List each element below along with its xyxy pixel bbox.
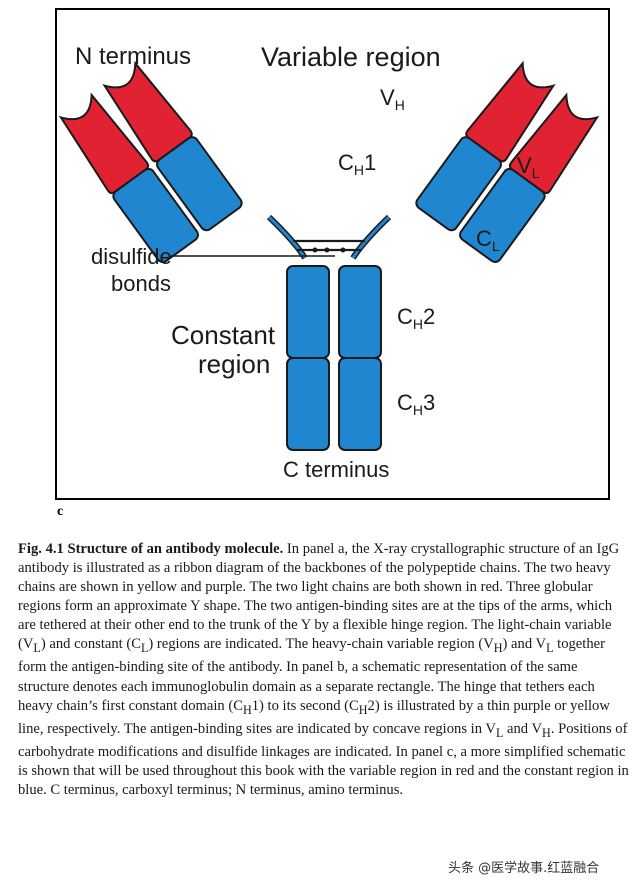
vl-label: VL	[517, 153, 540, 181]
caption-sub: L	[546, 641, 554, 656]
left-heavy-variable-domain	[102, 60, 193, 163]
cl-label: CL	[476, 226, 500, 254]
ch2-label: CH2	[397, 304, 435, 332]
caption-text: 1) to its second (C	[251, 697, 359, 714]
right-heavy-variable-domain	[465, 60, 556, 163]
antibody-diagram: N terminus Variable region VH VL CH1 CL …	[58, 42, 600, 482]
caption-text: and V	[503, 720, 543, 737]
n-terminus-label: N terminus	[75, 43, 191, 70]
caption-sub: H	[242, 702, 252, 717]
hinge-right-inner	[351, 215, 391, 259]
figure-panel-c: N terminus Variable region VH VL CH1 CL …	[55, 8, 610, 500]
stem-left-ch2-domain	[286, 265, 330, 359]
constant-region-label-line2: region	[198, 349, 270, 379]
disulfide-label-line2: bonds	[111, 271, 171, 296]
left-light-constant-domain	[112, 167, 199, 263]
figure-caption: Fig. 4.1 Structure of an antibody molecu…	[18, 540, 630, 800]
right-heavy-constant-domain	[415, 136, 502, 232]
caption-text: . Positions of carbohydrate modification…	[18, 720, 629, 798]
caption-title: Fig. 4.1 Structure of an antibody molecu…	[18, 541, 284, 557]
caption-sub: L	[495, 725, 504, 740]
variable-region-label: Variable region	[261, 42, 441, 72]
constant-region-label-line1: Constant	[171, 320, 276, 350]
caption-text: 2) is illustrated by a thin purple or ye…	[18, 697, 610, 737]
disulfide-label-line1: disulfide	[91, 244, 172, 269]
caption-sub: L	[140, 641, 149, 656]
caption-sub: H	[358, 702, 368, 717]
c-terminus-label: C terminus	[283, 457, 389, 482]
caption-sub: H	[542, 725, 551, 740]
left-heavy-constant-domain	[156, 136, 243, 232]
right-light-variable-domain	[508, 92, 600, 195]
watermark: 头条 @医学故事.红蓝融合	[442, 858, 606, 880]
caption-text: In panel a, the X-ray crystallographic s…	[18, 541, 620, 653]
caption-sub: H	[493, 641, 503, 656]
stem-right-ch2-domain	[338, 265, 382, 359]
panel-letter: c	[57, 504, 64, 519]
ch1-label: CH1	[338, 150, 376, 178]
caption-text: ) regions are indicated. The heavy-chain…	[148, 636, 494, 653]
disulfide-dots	[312, 247, 346, 253]
stem-left-ch3-domain	[286, 357, 330, 451]
right-light-constant-domain	[459, 167, 546, 263]
hinge-left-inner	[267, 215, 307, 259]
stem-right-ch3-domain	[338, 357, 382, 451]
vh-label: VH	[380, 85, 405, 113]
caption-sub: L	[33, 641, 41, 656]
caption-text: together form the antigen-binding site o…	[18, 636, 605, 714]
caption-text: ) and V	[502, 636, 547, 653]
left-light-variable-domain	[58, 92, 150, 195]
caption-text: ) and constant (C	[40, 636, 141, 653]
ch3-label: CH3	[397, 390, 435, 418]
